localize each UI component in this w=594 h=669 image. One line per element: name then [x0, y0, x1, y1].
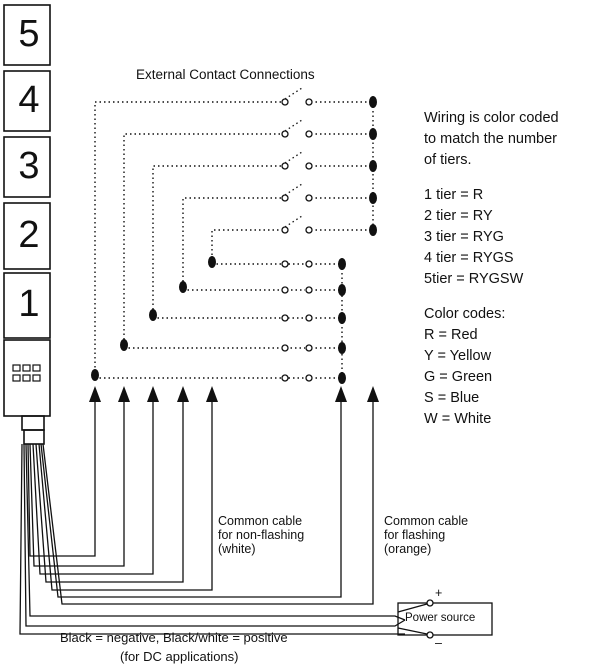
flash-line-1: Common cable — [384, 514, 469, 528]
nonflash-cable-label: Common cable for non-flashing (white) — [218, 514, 304, 556]
tier-code-4: 4 tier = RYGS — [424, 250, 514, 266]
note-line-3: of tiers. — [424, 152, 472, 168]
arrowheads — [89, 386, 379, 402]
tier-code-3: 3 tier = RYG — [424, 229, 504, 245]
color-code-r: R = Red — [424, 327, 478, 343]
tier-1-box — [3, 272, 51, 339]
tier-2-box — [3, 202, 51, 270]
power-source-label: Power source — [405, 612, 476, 624]
nonflash-line-2: for non-flashing — [218, 528, 305, 542]
color-code-s: S = Blue — [424, 390, 480, 406]
junction-dots — [91, 96, 377, 384]
note-line-1: Wiring is color coded — [424, 110, 559, 126]
tier-3-label: 3 — [18, 145, 40, 187]
color-code-w: W = White — [424, 411, 492, 427]
tier-code-2: 2 tier = RY — [424, 208, 493, 224]
tier-3-box — [3, 136, 51, 198]
minus-sign: – — [435, 636, 442, 650]
dotted-contact-lines — [94, 101, 374, 379]
base-neck — [21, 415, 45, 431]
flash-line-3: (orange) — [384, 542, 432, 556]
color-code-y: Y = Yellow — [424, 348, 492, 364]
cable-wires — [19, 392, 406, 635]
tier-5-box — [3, 4, 51, 66]
power-source — [397, 599, 493, 639]
tier-4-box — [3, 70, 51, 132]
plus-sign: + — [435, 586, 443, 600]
flash-cable-label: Common cable for flashing (orange) — [384, 514, 468, 556]
switch-symbols — [281, 98, 313, 382]
diagram-title: External Contact Connections — [136, 67, 315, 82]
switch-arms — [284, 87, 303, 228]
note-line-2: to match the number — [424, 131, 557, 147]
tier-5-label: 5 — [18, 13, 40, 55]
vent-slots — [12, 364, 41, 382]
color-code-g: G = Green — [424, 369, 493, 385]
tier-2-label: 2 — [18, 214, 40, 256]
color-codes-heading: Color codes: — [424, 306, 506, 322]
wiring-notes: Wiring is color coded to match the numbe… — [424, 108, 559, 430]
tier-4-label: 4 — [18, 79, 40, 121]
flash-line-2: for flashing — [384, 528, 446, 542]
bottom-note-line-2: (for DC applications) — [120, 649, 239, 664]
tier-code-1: 1 tier = R — [424, 187, 484, 203]
tier-1-label: 1 — [18, 283, 40, 325]
tier-code-5: 5​tier = RYGSW — [424, 271, 524, 287]
bottom-note-line-1: Black = negative, Black/white = positive — [60, 630, 288, 645]
base-unit — [3, 339, 51, 417]
cable-gland — [23, 429, 45, 445]
nonflash-line-1: Common cable — [218, 514, 303, 528]
nonflash-line-3: (white) — [218, 542, 256, 556]
